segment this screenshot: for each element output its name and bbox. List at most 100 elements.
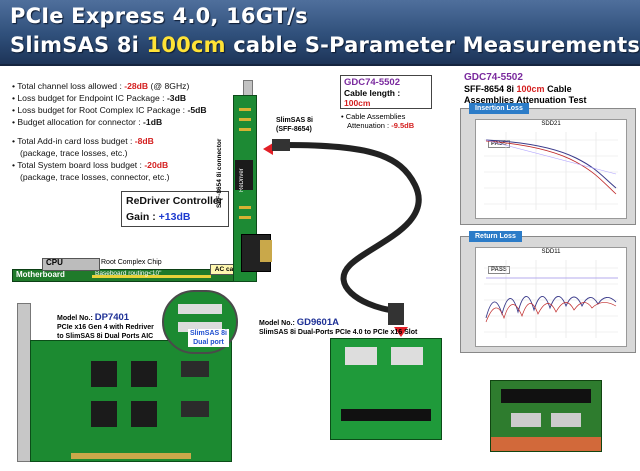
redriver-gain-value: +13dB: [158, 211, 191, 223]
title-line-2-pre: SlimSAS 8i: [10, 33, 147, 57]
redriver-gain: Gain : +13dB: [126, 209, 224, 225]
return-loss-plot: SDD11 PASS: [475, 247, 627, 347]
insertion-curve-1: [485, 139, 617, 189]
spec-sysboard: • Total System board loss budget : -20dB: [12, 159, 252, 171]
test-line-2: SFF-8654 8i 100cm Cable: [464, 84, 632, 95]
inset-label-l1: SlimSAS 8i: [190, 330, 227, 337]
redriver-callout: ReDriver Controller Gain : +13dB: [121, 191, 229, 227]
insertion-loss-panel: Insertion Loss SDD21 PASS: [460, 103, 636, 225]
dp7401-model-info: Model No.: DP7401 PCIe x16 Gen 4 with Re…: [57, 313, 154, 341]
dp7401-desc-2: to SlimSAS 8i Dual Ports AIC: [57, 333, 154, 340]
adapter-port-2: [551, 413, 581, 427]
cable-illustration: [272, 139, 422, 325]
slot-contacts: [260, 240, 272, 262]
root-complex-label: Root Complex Chip: [101, 259, 162, 266]
cable-model: GDC74-5502: [344, 77, 400, 88]
spec-rootc-label: • Loss budget for Root Complex IC Packag…: [12, 105, 188, 115]
spec-addin-note: (package, trace losses, etc.): [20, 148, 128, 158]
title-line-2-post: cable S-Parameter Measurements: [225, 33, 640, 57]
insertion-limit-line: [485, 139, 617, 175]
test-line-2-red: 100cm: [516, 84, 545, 94]
return-loss-curves: [484, 260, 618, 338]
red-arrow-left-icon: [263, 143, 273, 155]
insertion-loss-curves: [484, 132, 618, 210]
slimsas-label-l1: SlimSAS 8i: [276, 117, 313, 124]
test-model: GDC74-5502: [464, 72, 523, 83]
adapter-photo: [490, 380, 602, 452]
cable-att-prefix: Attenuation :: [347, 121, 392, 130]
dp7401-chip-1: [91, 361, 117, 387]
spec-endpoint-label: • Loss budget for Endpoint IC Package :: [12, 93, 167, 103]
insertion-loss-tab: Insertion Loss: [469, 103, 529, 114]
insertion-loss-plot: SDD21 PASS: [475, 119, 627, 219]
title-banner: [0, 0, 640, 66]
return-loss-panel: Return Loss SDD11 PASS: [460, 231, 636, 353]
insertion-curve-2: [485, 140, 617, 195]
spec-addin-label: • Total Add-in card loss budget :: [12, 136, 135, 146]
spec-addin-value: -8dB: [134, 136, 154, 146]
dp7401-port-2: [181, 401, 209, 417]
gd9601a-model-info: Model No.: GD9601A SlimSAS 8i Dual-Ports…: [259, 318, 417, 337]
baseboard-routing-label: Baseboard routing<10": [95, 270, 162, 277]
gd9601a-desc: SlimSAS 8i Dual-Ports PCIe 4.0 to PCIe x…: [259, 329, 418, 336]
slimsas-label-l2: (SFF-8654): [276, 126, 312, 133]
redriver-title: ReDriver Controller: [126, 195, 223, 207]
dp7401-bracket: [17, 303, 31, 462]
cable-att-row: Attenuation : -9.5dB: [341, 121, 414, 130]
dp7401-port-1: [181, 361, 209, 377]
return-pass-badge: PASS: [488, 266, 510, 274]
spec-endpoint: • Loss budget for Endpoint IC Package : …: [12, 92, 252, 104]
dp7401-chip-4: [131, 401, 157, 427]
test-line-2-post: Cable: [544, 84, 572, 94]
redriver-chip-label: ReDriver: [239, 168, 245, 192]
test-header: GDC74-5502 SFF-8654 8i 100cm Cable Assem…: [464, 72, 632, 106]
spec-sysboard-value: -20dB: [144, 160, 169, 170]
title-highlight: 100cm: [146, 33, 226, 57]
return-plot-title: SDD11: [541, 249, 561, 255]
adapter-base: [491, 437, 601, 451]
baseboard-trace: [92, 275, 211, 278]
test-line-3: Assemblies Attenuation Test: [464, 95, 587, 105]
spec-addin: • Total Add-in card loss budget : -8dB: [12, 135, 252, 147]
dp7401-chip-2: [131, 361, 157, 387]
gd9601a-port-2: [391, 347, 423, 365]
motherboard-label: Motherboard: [16, 270, 65, 279]
dp7401-chip-3: [91, 401, 117, 427]
dp7401-inset-label: SlimSAS 8i Dual port: [188, 329, 229, 347]
gd9601a-model-line: Model No.: GD9601A: [259, 318, 417, 328]
gd9601a-port-1: [345, 347, 377, 365]
dp7401-model-line: Model No.: DP7401: [57, 313, 154, 323]
spec-channel-note: (@ 8GHz): [148, 81, 190, 91]
test-line-2-pre: SFF-8654 8i: [464, 84, 517, 94]
insertion-plot-title: SDD21: [541, 121, 561, 127]
dp7401-prefix: Model No.:: [57, 315, 95, 322]
gd9601a-model: GD9601A: [296, 317, 339, 328]
red-arrow-down-icon: [394, 327, 408, 337]
gd9601a-board-photo: [330, 338, 442, 440]
cable-body: [284, 142, 422, 313]
cable-att-label: • Cable Assemblies: [341, 112, 406, 121]
spec-channel-value: -28dB: [124, 81, 149, 91]
dp7401-gold-fingers: [71, 453, 191, 459]
cable-info-box: GDC74-5502 Cable length : 100cm: [340, 75, 432, 109]
adapter-port-1: [511, 413, 541, 427]
title-line-1: PCIe Express 4.0, 16GT/s: [10, 4, 308, 28]
spec-sysboard-label: • Total System board loss budget :: [12, 160, 145, 170]
cable-plug-bottom: [388, 303, 404, 325]
dp7401-model: DP7401: [94, 312, 130, 323]
redriver-chip: [235, 160, 253, 190]
cable-length-label: Cable length :: [344, 88, 401, 98]
spec-endpoint-value: -3dB: [166, 93, 187, 103]
spec-conn-value: -1dB: [143, 117, 163, 127]
gd9601a-prefix: Model No.:: [259, 320, 297, 327]
loss-budget-list: • Total channel loss allowed : -28dB (@ …: [12, 80, 252, 183]
slimsas-label: SlimSAS 8i (SFF-8654): [276, 116, 313, 134]
cpu-block: [42, 258, 100, 271]
spec-channel: • Total channel loss allowed : -28dB (@ …: [12, 80, 252, 92]
inset-port-2: [178, 322, 222, 332]
cpu-label: CPU: [46, 258, 63, 267]
gd9601a-x16-slot: [341, 409, 431, 421]
inset-label-l2: Dual port: [193, 339, 224, 346]
spec-root-complex: • Loss budget for Root Complex IC Packag…: [12, 104, 252, 116]
spec-channel-label: • Total channel loss allowed :: [12, 81, 125, 91]
